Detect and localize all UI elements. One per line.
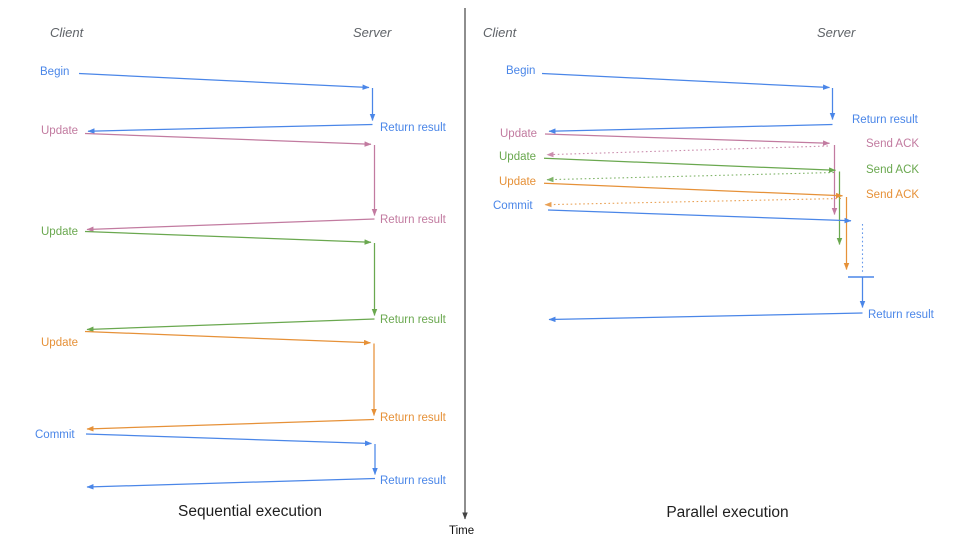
seq-update1-return-arrow bbox=[86, 218, 375, 233]
par-update2-request-arrow bbox=[543, 157, 836, 173]
seq-commit-label: Commit bbox=[35, 428, 75, 441]
seq-begin-return-arrow bbox=[87, 123, 373, 134]
seq-begin-request-arrow bbox=[78, 72, 370, 90]
par-server-header: Server bbox=[817, 25, 856, 40]
par-update2-label: Update bbox=[499, 150, 537, 163]
seq-server-header: Server bbox=[353, 24, 392, 40]
par-begin-flow bbox=[541, 72, 836, 134]
sequential-execution-title: Sequential execution bbox=[178, 503, 322, 520]
seq-update1-label: Update bbox=[41, 124, 79, 137]
seq-update3-return-arrow bbox=[86, 418, 375, 432]
seq-update2-return-arrow bbox=[86, 318, 375, 333]
par-begin-request-arrow bbox=[541, 72, 830, 90]
par-ack2-label: Send ACK bbox=[866, 163, 920, 176]
par-update3-label: Update bbox=[499, 175, 537, 188]
par-update1-ack-dotted-arrow bbox=[546, 145, 829, 158]
par-update1-label: Update bbox=[500, 127, 538, 140]
seq-begin-label: Begin bbox=[40, 65, 70, 78]
seq-update2-request-arrow bbox=[84, 230, 372, 245]
seq-update1-flow bbox=[84, 132, 378, 233]
time-axis-label: Time bbox=[449, 524, 475, 537]
seq-return2-label: Return result bbox=[380, 213, 446, 226]
par-update3-flow bbox=[543, 182, 850, 270]
seq-update2-flow bbox=[84, 230, 378, 333]
seq-commit-return-arrow bbox=[86, 477, 376, 490]
seq-return5-label: Return result bbox=[380, 474, 446, 487]
par-ack3-label: Send ACK bbox=[866, 188, 920, 201]
par-commit-flow bbox=[547, 209, 874, 323]
par-update1-flow bbox=[544, 133, 838, 215]
seq-update3-flow bbox=[84, 330, 377, 432]
seq-update1-request-arrow bbox=[84, 132, 372, 147]
seq-return3-label: Return result bbox=[380, 313, 446, 326]
seq-commit-flow bbox=[85, 433, 378, 490]
seq-return1-label: Return result bbox=[380, 121, 446, 134]
seq-commit-request-arrow bbox=[85, 433, 372, 447]
parallel-execution-title: Parallel execution bbox=[666, 504, 789, 521]
par-update2-flow bbox=[543, 157, 843, 245]
seq-update3-label: Update bbox=[41, 336, 79, 349]
seq-update2-label: Update bbox=[41, 225, 79, 238]
par-begin-return-label: Return result bbox=[852, 114, 918, 126]
par-client-header: Client bbox=[483, 25, 517, 40]
par-ack1-label: Send ACK bbox=[866, 138, 920, 150]
par-commit-request-arrow bbox=[547, 209, 852, 224]
seq-update3-request-arrow bbox=[84, 330, 371, 346]
seq-begin-flow bbox=[78, 72, 376, 134]
par-update1-request-arrow bbox=[544, 133, 830, 146]
par-update3-request-arrow bbox=[543, 182, 843, 199]
par-begin-return-arrow bbox=[548, 123, 833, 134]
par-final-return-arrow bbox=[548, 312, 863, 323]
par-update2-ack-dotted-arrow bbox=[546, 171, 835, 183]
par-update3-ack-dotted-arrow bbox=[544, 197, 842, 208]
seq-return4-label: Return result bbox=[380, 411, 446, 424]
par-begin-label: Begin bbox=[506, 65, 536, 77]
seq-client-header: Client bbox=[50, 24, 84, 40]
par-commit-label: Commit bbox=[493, 199, 533, 212]
par-final-return-label: Return result bbox=[868, 308, 934, 321]
